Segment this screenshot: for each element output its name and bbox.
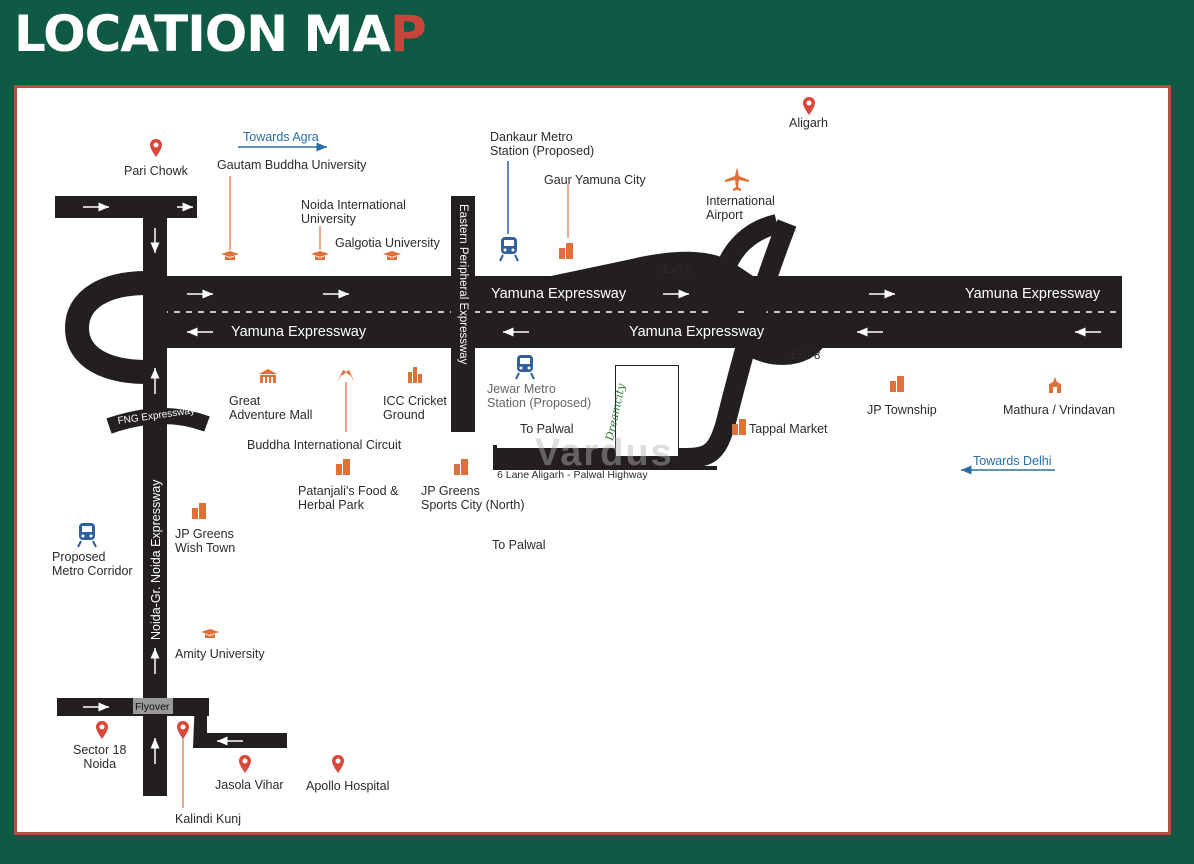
yamuna-expressway-label-3: Yamuna Expressway bbox=[231, 324, 367, 340]
jasola-label: Jasola Vihar bbox=[215, 778, 284, 792]
exit5-ramp bbox=[551, 251, 753, 276]
gaur-yamuna-label: Gaur Yamuna City bbox=[544, 173, 646, 187]
stadium-icon bbox=[408, 367, 422, 383]
dankaur-metro-label: Dankaur Metro Station (Proposed) bbox=[490, 130, 595, 158]
mall-icon bbox=[259, 369, 277, 383]
to-palwal-label-2: To Palwal bbox=[492, 538, 546, 552]
flyover-label: Flyover bbox=[135, 701, 170, 713]
temple-icon bbox=[1049, 377, 1061, 393]
amity-label: Amity University bbox=[175, 647, 265, 661]
gautam-buddha-label: Gautam Buddha University bbox=[217, 158, 367, 172]
location-map: Yamuna Expressway Yamuna Expressway Yamu… bbox=[14, 85, 1171, 835]
jp-greens-sports-label: JP Greens Sports City (North) bbox=[421, 484, 525, 512]
pin-icon bbox=[803, 97, 815, 115]
towards-agra-label: Towards Agra bbox=[243, 130, 319, 144]
graduation-cap-icon bbox=[383, 251, 401, 260]
watermark: Vardus bbox=[535, 432, 674, 474]
sector18-label: Sector 18 Noida bbox=[73, 743, 127, 771]
galgotia-label: Galgotia University bbox=[335, 236, 440, 250]
pin-icon bbox=[96, 721, 108, 739]
great-adventure-label: Great Adventure Mall bbox=[229, 394, 313, 422]
jp-township-label: JP Township bbox=[867, 403, 937, 417]
interchange-road bbox=[711, 214, 826, 365]
pari-chowk-label: Pari Chowk bbox=[124, 164, 188, 178]
eastern-peripheral-label: Eastern Peripheral Expressway bbox=[457, 204, 469, 365]
page-title-accent: P bbox=[390, 5, 427, 63]
patanjali-label: Patanjali's Food & Herbal Park bbox=[298, 484, 399, 512]
pin-icon bbox=[239, 755, 251, 773]
noida-expressway-label: Noida-Gr. Noida Expressway bbox=[149, 479, 163, 640]
proposed-metro-label: Proposed Metro Corridor bbox=[52, 550, 133, 578]
loop-road bbox=[64, 271, 148, 384]
building-icon bbox=[192, 503, 206, 519]
exit5-label: Exit-5 bbox=[663, 264, 693, 276]
mathura-label: Mathura / Vrindavan bbox=[1003, 403, 1116, 417]
noida-expressway-road bbox=[143, 196, 167, 796]
building-icon bbox=[559, 243, 573, 259]
noida-intl-univ-label: Noida International University bbox=[301, 198, 406, 226]
aligarh-label: Aligarh bbox=[789, 116, 828, 130]
exit8-label: Exit-8 bbox=[791, 350, 821, 362]
yamuna-expressway-label-1: Yamuna Expressway bbox=[491, 286, 627, 302]
eastern-peripheral-road bbox=[451, 196, 475, 432]
yamuna-expressway-label-4: Yamuna Expressway bbox=[629, 324, 765, 340]
highway-label: 6 Lane Aligarh - Palwal Highway bbox=[497, 469, 648, 481]
page-title-main: LOCATION MA bbox=[14, 5, 391, 63]
train-icon bbox=[515, 355, 535, 380]
page-title: LOCATION MAP bbox=[14, 4, 427, 64]
jp-greens-wish-label: JP Greens Wish Town bbox=[175, 527, 236, 555]
train-icon bbox=[499, 237, 519, 262]
building-icon bbox=[336, 459, 350, 475]
apollo-label: Apollo Hospital bbox=[306, 779, 390, 793]
jewar-metro-label: Jewar Metro Station (Proposed) bbox=[487, 382, 592, 410]
to-palwal-label-1: To Palwal bbox=[520, 422, 574, 436]
kalindi-label: Kalindi Kunj bbox=[175, 812, 242, 826]
graduation-cap-icon bbox=[221, 251, 239, 260]
yamuna-expressway-label-2: Yamuna Expressway bbox=[965, 286, 1101, 302]
building-icon bbox=[732, 419, 746, 435]
graduation-cap-icon bbox=[311, 251, 329, 260]
flag-icon bbox=[337, 370, 355, 383]
airport-label: International Airport bbox=[706, 194, 775, 222]
tappal-market-label: Tappal Market bbox=[749, 422, 828, 436]
pin-icon bbox=[332, 755, 344, 773]
pari-chowk-road bbox=[55, 196, 197, 218]
building-icon bbox=[890, 376, 904, 392]
graduation-cap-icon bbox=[201, 629, 219, 638]
building-icon bbox=[454, 459, 468, 475]
pin-icon bbox=[177, 721, 189, 739]
airplane-icon bbox=[725, 167, 749, 191]
pin-icon bbox=[150, 139, 162, 157]
towards-delhi-label: Towards Delhi bbox=[973, 454, 1052, 468]
buddha-circuit-label: Buddha International Circuit bbox=[247, 438, 402, 452]
project-logo: Dreamcity bbox=[603, 365, 679, 457]
train-icon bbox=[77, 523, 97, 548]
icc-cricket-label: ICC Cricket Ground bbox=[383, 394, 447, 422]
map-roads bbox=[55, 142, 1122, 808]
